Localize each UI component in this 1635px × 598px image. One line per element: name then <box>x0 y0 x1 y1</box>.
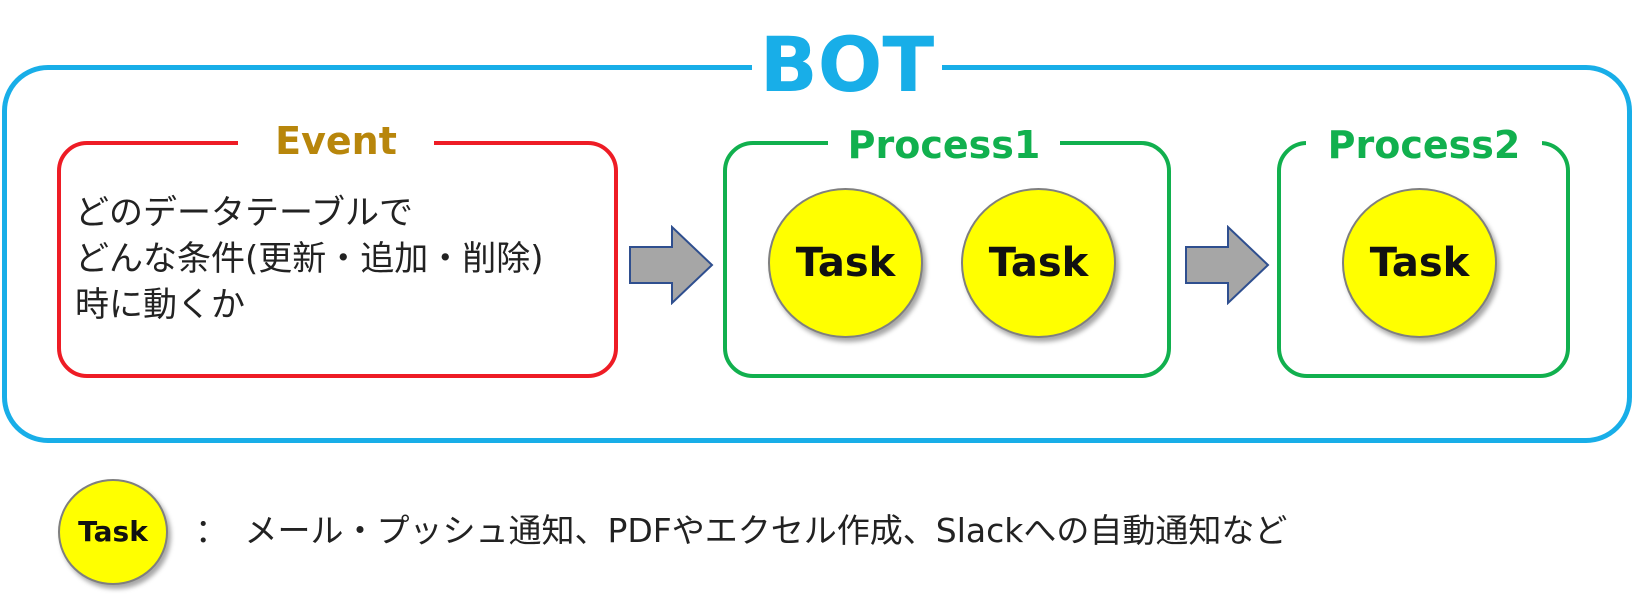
event-title: Event <box>238 118 434 164</box>
legend-description: ： メール・プッシュ通知、PDFやエクセル作成、Slackへの自動通知など <box>195 511 1288 550</box>
arrow-right-icon <box>1185 225 1270 305</box>
bot-title: BOT <box>752 22 942 108</box>
task-node: Task <box>768 188 923 338</box>
task-node: Task <box>961 188 1116 338</box>
task-node: Task <box>1342 188 1497 338</box>
arrow-right-icon <box>629 225 714 305</box>
event-line-3: 時に動くか <box>75 285 245 325</box>
process2-title: Process2 <box>1306 122 1542 168</box>
event-line-1: どのデータテーブルで <box>75 193 413 233</box>
legend-task-icon: Task <box>58 479 168 585</box>
process1-title: Process1 <box>828 122 1060 168</box>
event-line-2: どんな条件(更新・追加・削除) <box>75 239 544 279</box>
event-description: どのデータテーブルで どんな条件(更新・追加・削除) 時に動くか <box>75 190 544 328</box>
